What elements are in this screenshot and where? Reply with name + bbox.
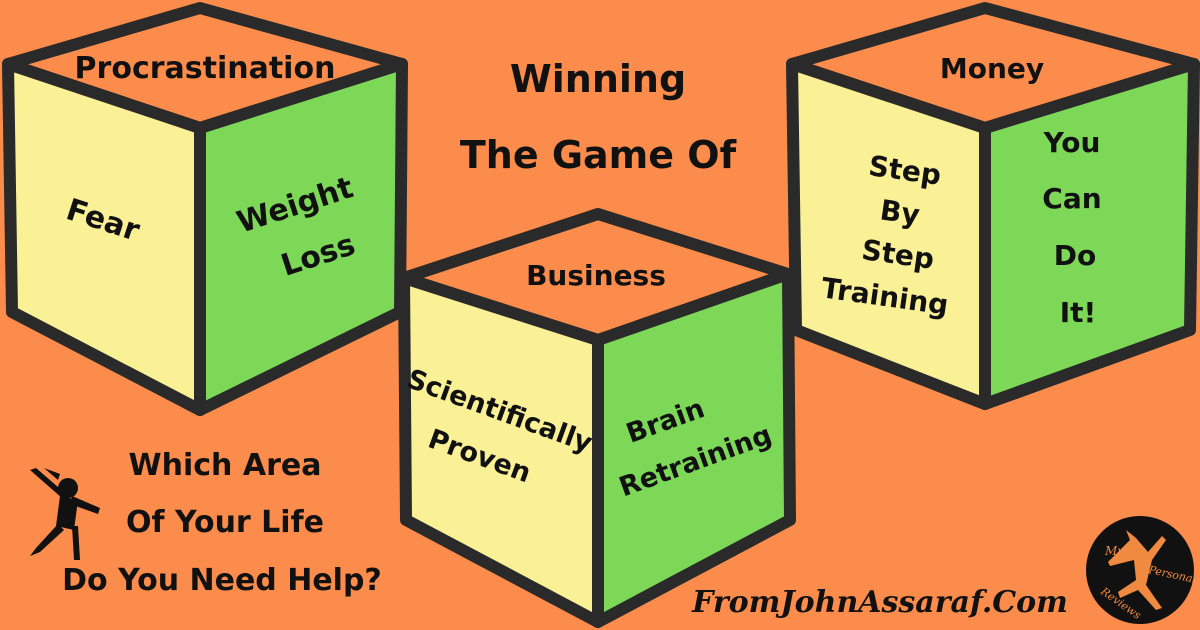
cube-procrastination: Procrastination Fear Weight Loss — [2, 2, 408, 416]
question-line-1: Which Area — [129, 448, 322, 483]
cube-right-label-3: Do — [1054, 239, 1096, 272]
cube-right-face — [979, 58, 1200, 410]
question-line-3: Do You Need Help? — [62, 563, 382, 598]
footer-site-link[interactable]: FromJohnAssaraf.Com — [691, 585, 1068, 620]
title-line-1: Winning — [510, 57, 686, 101]
title-line-2: The Game Of — [460, 133, 737, 177]
cube-top-label: Money — [940, 52, 1044, 85]
cube-left-face — [786, 58, 991, 410]
cube-money: Money Step By Step Training You Can Do I… — [786, 2, 1200, 410]
question-line-2: Of Your Life — [126, 505, 324, 540]
cube-right-label-2: Can — [1042, 182, 1101, 215]
cube-business: Business Scientifically Proven Brain Ret… — [398, 208, 796, 628]
cube-right-label-4: It! — [1060, 296, 1097, 329]
logo-text-my: My — [1104, 544, 1124, 558]
cube-right-face — [592, 268, 796, 628]
cube-right-label-1: You — [1043, 126, 1101, 159]
flying-fairy-silhouette-icon — [30, 468, 100, 560]
cube-top-label: Procrastination — [75, 51, 336, 86]
cube-top-label: Business — [526, 259, 666, 292]
cube-right-face — [194, 58, 408, 416]
cube-left-label-2: By — [878, 193, 922, 231]
my-personal-reviews-logo: My Personal Reviews — [1086, 516, 1198, 624]
